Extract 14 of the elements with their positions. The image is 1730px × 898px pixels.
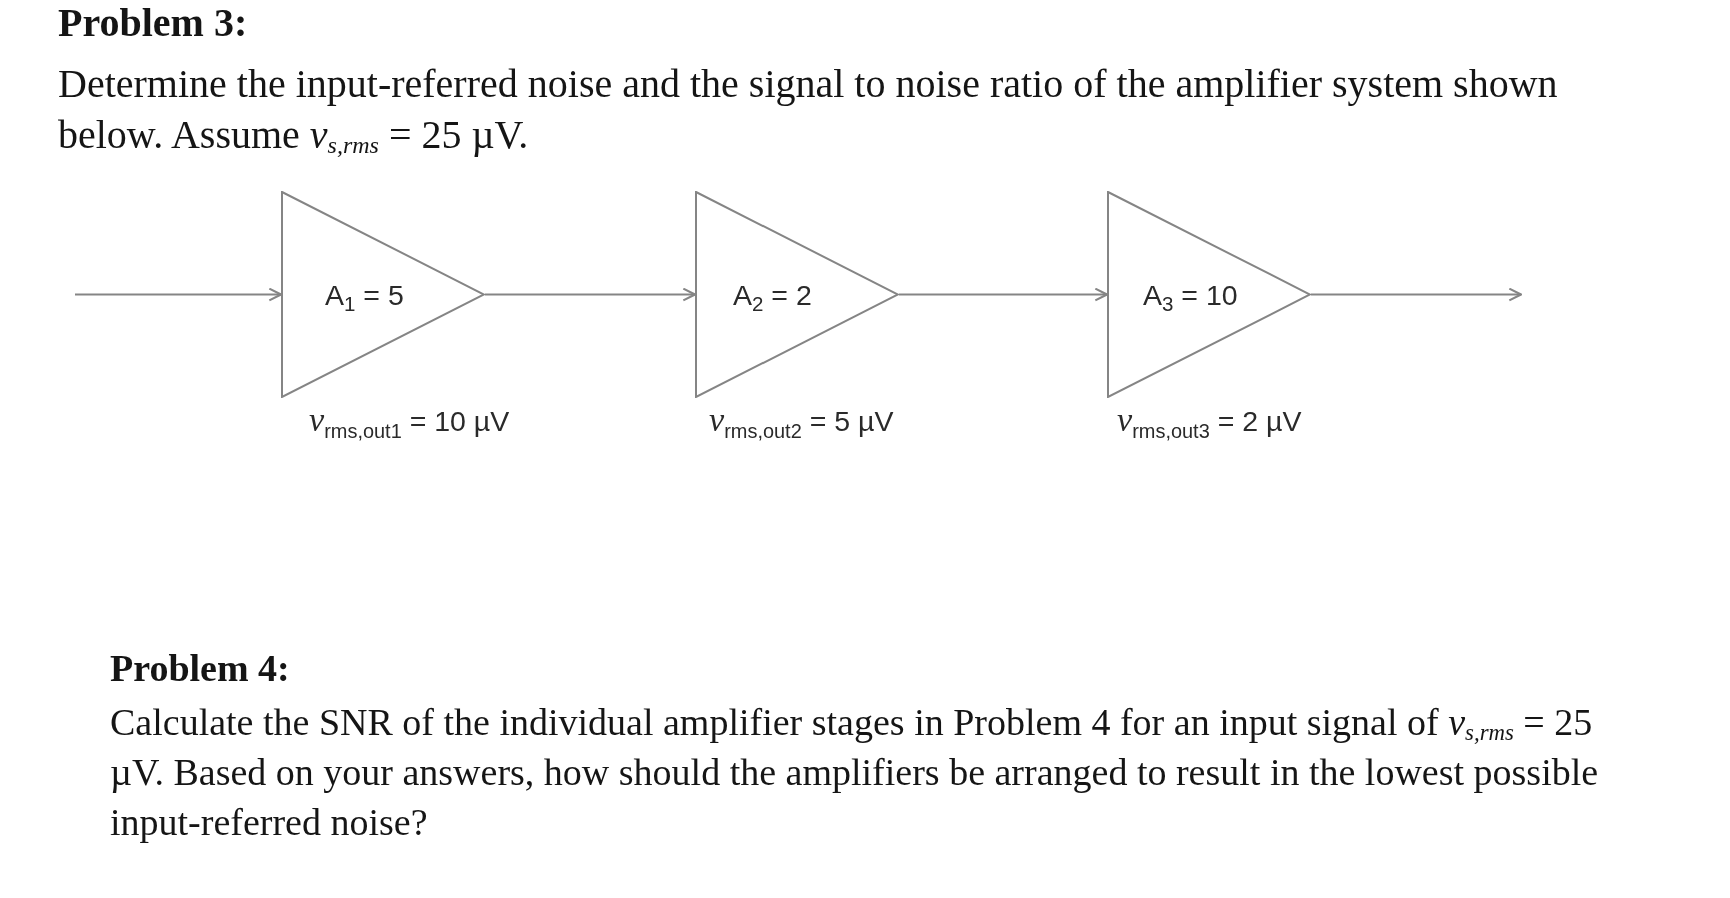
signal-arrow: [1310, 287, 1523, 302]
gain-label: A$_{3}$ = 10: [1143, 277, 1238, 312]
signal-arrow: [484, 287, 697, 302]
problem-heading: Problem 3:: [58, 2, 248, 44]
noise-label: v$_{rms,out2}$ = 5 µV: [709, 402, 894, 439]
gain-label: A$_{1}$ = 5: [325, 277, 404, 312]
problem-heading: Problem 4:: [110, 646, 290, 691]
signal-arrow: [898, 287, 1109, 302]
problem-text: Calculate the SNR of the individual amplifier stages in Problem 4 for an input signal of v$_{s,rms}$ = 25 µV. Based on your answers, how should the amplifiers be arranged to result in the lowest possible input-referred noise?: [110, 700, 1600, 845]
noise-label: v$_{rms,out3}$ = 2 µV: [1117, 402, 1302, 439]
gain-label: A$_{2}$ = 2: [733, 277, 812, 312]
signal-arrow: [74, 287, 283, 302]
problem-text: Determine the input-referred noise and the signal to noise ratio of the amplifier system shown below. Assume v$_{s,rms}$ = 25 µV.: [58, 60, 1559, 160]
noise-label: v$_{rms,out1}$ = 10 µV: [309, 402, 510, 439]
